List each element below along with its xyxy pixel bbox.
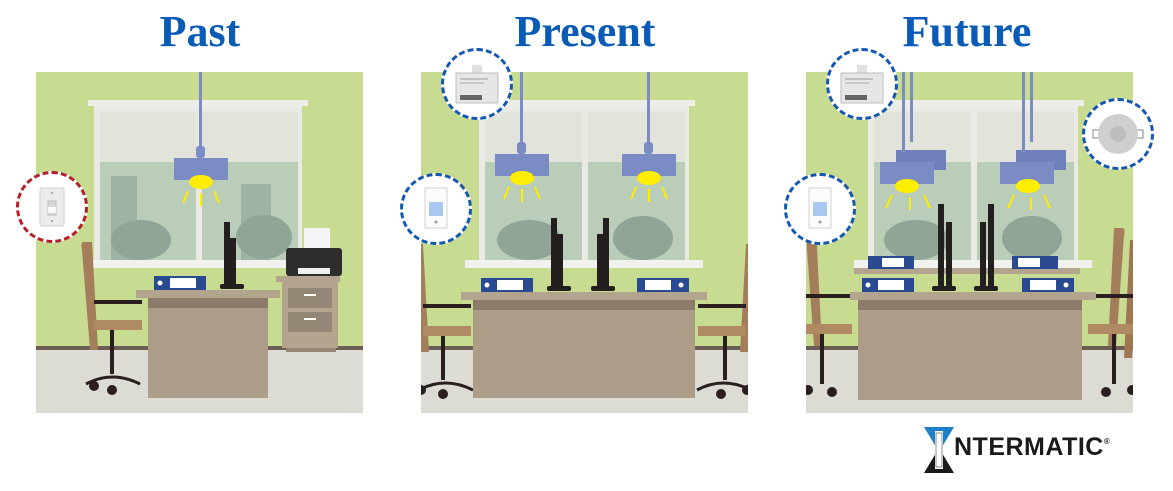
panel-future xyxy=(784,48,1154,413)
intermatic-logo: NTERMATIC® xyxy=(924,425,1144,475)
callout-occupancy-sensor xyxy=(1082,98,1154,170)
office-scene-past xyxy=(36,72,363,413)
office-scene-present xyxy=(421,72,748,413)
panel-present xyxy=(400,48,748,413)
registered-mark: ® xyxy=(1103,437,1111,446)
panel-title-future: Future xyxy=(902,7,1032,56)
digital-switch-icon xyxy=(808,187,832,229)
logo-text: NTERMATIC xyxy=(954,433,1104,461)
intermatic-hourglass-icon xyxy=(924,427,954,473)
office-scene-future xyxy=(806,72,1133,413)
callout-controller-module xyxy=(441,48,513,120)
occupancy-sensor-icon xyxy=(1092,114,1144,154)
digital-switch-icon xyxy=(424,187,448,229)
controller-module-icon xyxy=(455,65,499,104)
panel-past xyxy=(16,72,363,413)
toggle-switch-icon xyxy=(39,187,65,227)
controller-module-icon xyxy=(840,65,884,104)
callout-toggle-switch xyxy=(16,171,88,243)
callout-digital-switch xyxy=(400,173,472,245)
callout-digital-switch xyxy=(784,173,856,245)
panel-title-present: Present xyxy=(514,7,656,56)
logo-wordmark: NTERMATIC® xyxy=(954,433,1110,462)
panel-title-past: Past xyxy=(159,7,241,56)
callout-controller-module xyxy=(826,48,898,120)
